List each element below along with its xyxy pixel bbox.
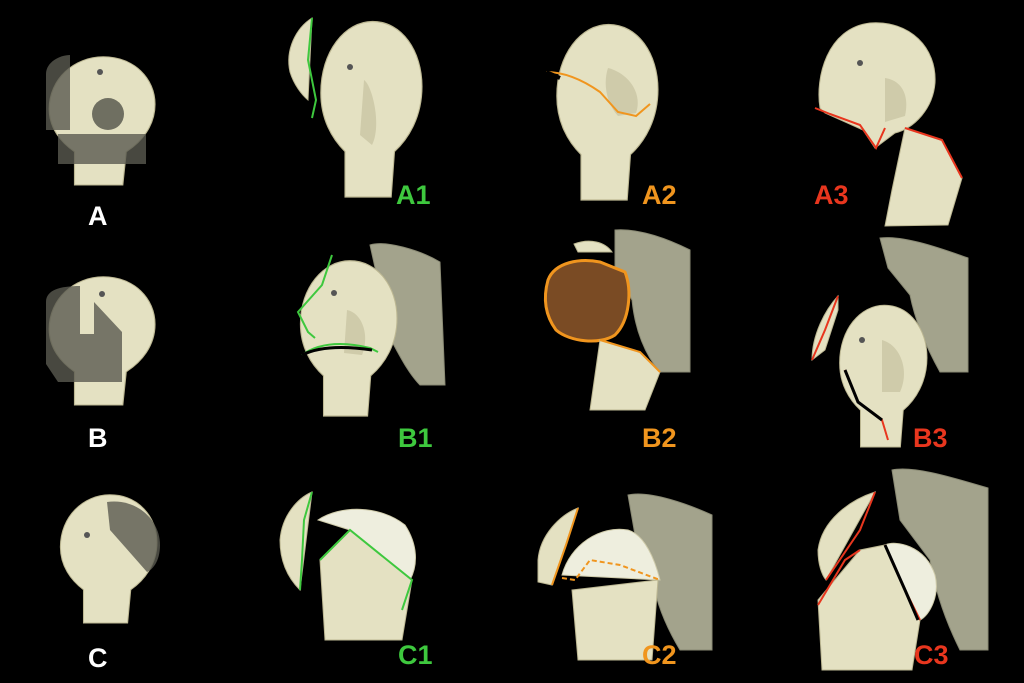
label-a2: A2 <box>642 180 677 210</box>
diagram-c3 <box>817 468 989 671</box>
label-a3: A3 <box>814 180 849 210</box>
diagram-a2 <box>545 23 659 201</box>
diagram-a3 <box>814 22 963 227</box>
fragment-a1 <box>288 17 313 102</box>
label-b3: B3 <box>913 423 948 453</box>
label-c: C <box>88 643 108 673</box>
diagram-c1 <box>279 491 416 641</box>
label-a: A <box>88 201 108 231</box>
diagram-a1 <box>288 17 423 198</box>
label-c2: C2 <box>642 640 677 670</box>
label-b1: B1 <box>398 423 433 453</box>
label-a1: A1 <box>396 180 431 210</box>
diagram-b1 <box>296 243 446 417</box>
label-c3: C3 <box>914 640 949 670</box>
label-b: B <box>88 423 108 453</box>
label-c1: C1 <box>398 640 433 670</box>
diagram-b <box>46 276 156 406</box>
diagram-b3 <box>811 237 969 448</box>
diagram-b2 <box>543 229 691 411</box>
diagram-c2 <box>537 493 713 661</box>
label-b2: B2 <box>642 423 677 453</box>
diagram-a <box>46 55 156 186</box>
diagram-c <box>59 494 160 624</box>
